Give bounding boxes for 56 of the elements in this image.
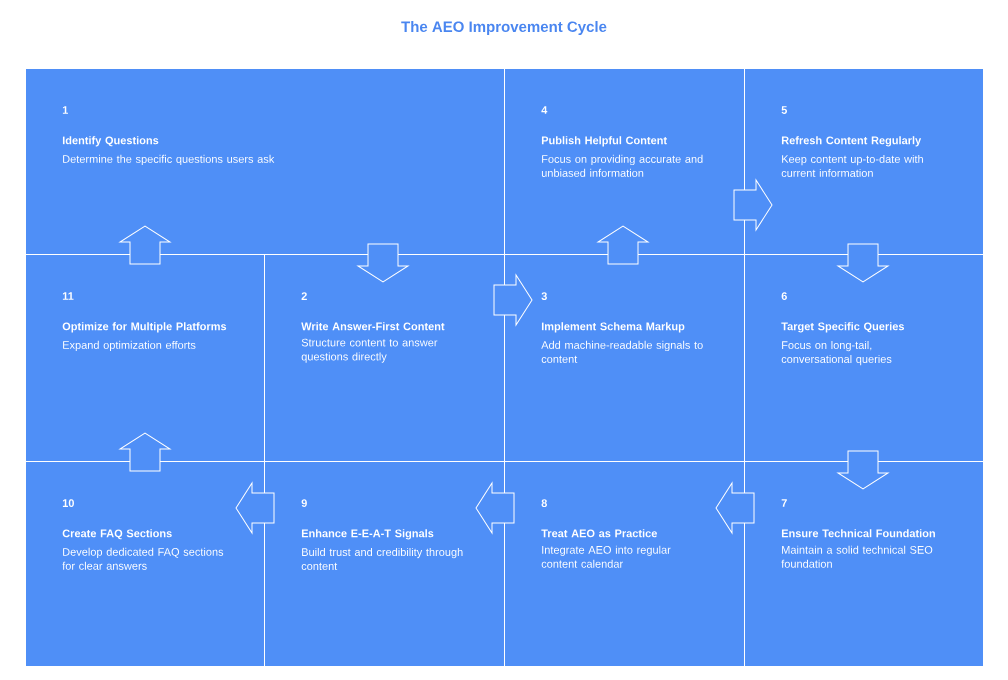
step-tile — [25, 254, 265, 462]
block-arrow — [837, 450, 889, 490]
step-number: 6 — [781, 292, 787, 300]
step-tile — [25, 461, 265, 667]
step-number: 10 — [62, 499, 74, 507]
step-description: Add machine-readable signals to content — [541, 340, 703, 363]
step-number: 11 — [62, 292, 74, 300]
step-number: 7 — [781, 499, 787, 507]
step-number: 2 — [301, 292, 307, 300]
step-heading: Refresh Content Regularly — [781, 136, 922, 147]
block-arrow — [235, 482, 275, 534]
step-number: 9 — [301, 499, 307, 507]
step-description: Focus on long-tail, conversational queries — [781, 340, 892, 366]
step-tile — [504, 254, 745, 462]
block-arrow — [597, 225, 649, 265]
step-description: Keep content up-to-date with current information — [781, 154, 923, 177]
step-description: Build trust and credibility through content — [301, 547, 463, 570]
step-description: Develop dedicated FAQ sections for clear answers — [62, 547, 224, 570]
step-tile — [744, 68, 984, 255]
step-description: Structure content to answer questions directly — [301, 338, 438, 363]
step-number: 1 — [62, 106, 68, 114]
step-tile — [264, 254, 505, 462]
step-heading: Optimize for Multiple Platforms — [62, 322, 227, 333]
step-heading: Treat AEO as Practice — [541, 529, 657, 538]
block-arrow — [493, 274, 533, 326]
step-description: Expand optimization efforts — [63, 340, 196, 352]
step-description: Focus on providing accurate and unbiased information — [541, 154, 703, 177]
step-heading: Ensure Technical Foundation — [781, 529, 935, 538]
step-tile — [264, 461, 505, 667]
block-arrow — [119, 225, 171, 265]
step-tile — [744, 254, 984, 462]
block-arrow — [715, 482, 755, 534]
step-tile — [25, 68, 505, 255]
step-description: Integrate AEO into regular content calendar — [541, 545, 671, 568]
title: The AEO Improvement Cycle — [401, 21, 607, 35]
step-heading: Enhance E-E-A-T Signals — [301, 529, 434, 540]
block-arrow — [837, 243, 889, 283]
block-arrow — [733, 179, 773, 231]
step-heading: Write Answer-First Content — [301, 322, 445, 331]
step-number: 5 — [781, 106, 787, 114]
block-arrow — [475, 482, 515, 534]
step-heading: Create FAQ Sections — [62, 529, 172, 540]
step-number: 8 — [541, 499, 547, 507]
step-number: 3 — [541, 292, 547, 300]
step-heading: Identify Questions — [62, 136, 159, 147]
step-heading: Publish Helpful Content — [541, 136, 667, 147]
block-arrow — [357, 243, 409, 283]
step-heading: Implement Schema Markup — [541, 322, 685, 333]
step-heading: Target Specific Queries — [781, 322, 905, 333]
step-description: Determine the specific questions users ask — [63, 154, 275, 166]
block-arrow — [119, 432, 171, 472]
step-tile — [744, 461, 984, 667]
step-tile — [504, 461, 745, 667]
step-description: Maintain a solid technical SEO foundation — [781, 545, 933, 568]
step-number: 4 — [541, 106, 548, 114]
step-tile — [504, 68, 745, 255]
